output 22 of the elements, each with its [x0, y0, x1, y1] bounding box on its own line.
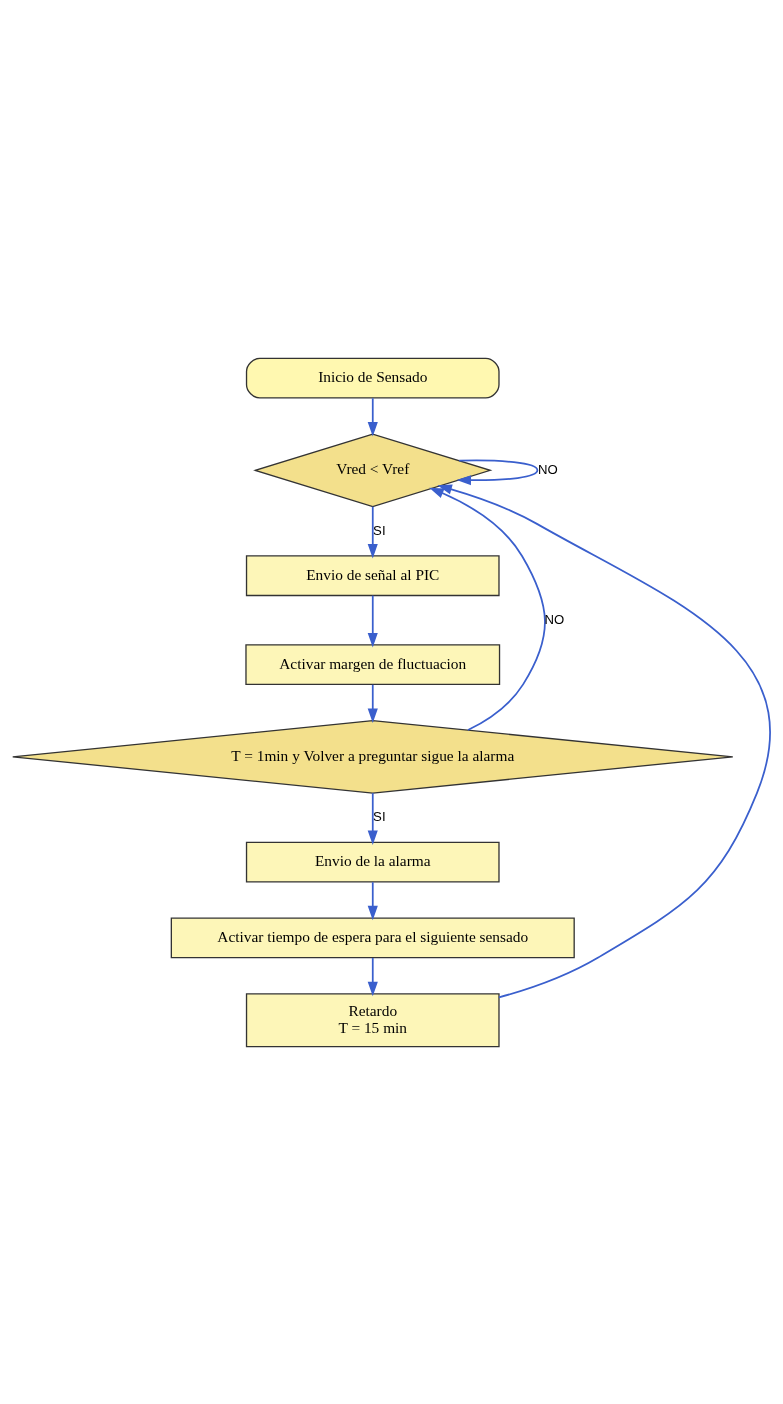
node-box: Retardo T = 15 min	[245, 992, 500, 1047]
arrow	[367, 956, 378, 996]
arrow	[429, 487, 546, 731]
edge-label: NO	[537, 461, 558, 477]
node-box: Envio de la alarma	[245, 841, 500, 883]
node-box: Envio de señal al PIC	[245, 554, 500, 596]
arrow	[367, 396, 378, 436]
arrow	[367, 791, 378, 845]
arrow	[367, 683, 378, 723]
edge-label: SI	[373, 808, 386, 824]
node-box: Activar tiempo de espera para el siguiente sensado	[170, 917, 575, 958]
arrow	[437, 483, 771, 998]
arrow	[456, 459, 539, 485]
node-box: Activar margen de fluctuacion	[245, 643, 501, 685]
arrow	[367, 880, 378, 920]
arrow	[367, 594, 378, 647]
edge-label: NO	[544, 611, 565, 627]
edge-label: SI	[373, 522, 386, 538]
node-diamond: Vred < Vref	[253, 432, 493, 507]
node-box: Inicio de Sensado	[245, 357, 500, 399]
arrow	[367, 505, 378, 558]
node-diamond: T = 1min y Volver a preguntar sigue la alarma	[12, 719, 734, 794]
